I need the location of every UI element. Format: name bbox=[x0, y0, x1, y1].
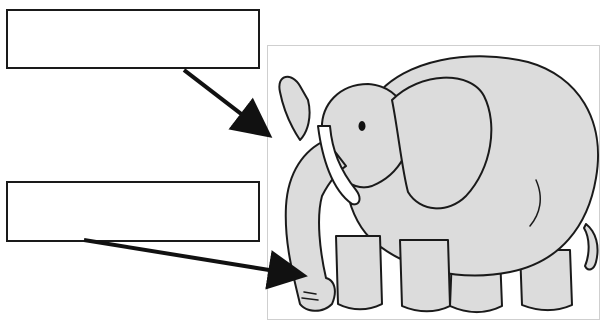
elephant-tail bbox=[583, 223, 599, 271]
elephant-tusk bbox=[317, 125, 361, 206]
elephant-eye bbox=[358, 121, 366, 131]
label-box-bottom[interactable] bbox=[6, 181, 260, 242]
elephant-front-leg-left bbox=[335, 235, 383, 311]
elephant-ear bbox=[391, 76, 493, 210]
arrow-bottom bbox=[83, 238, 308, 290]
elephant-front-leg-right bbox=[399, 239, 451, 313]
elephant-trunk-tip bbox=[278, 76, 311, 141]
arrow-top bbox=[182, 68, 273, 138]
label-box-top[interactable] bbox=[6, 9, 260, 69]
